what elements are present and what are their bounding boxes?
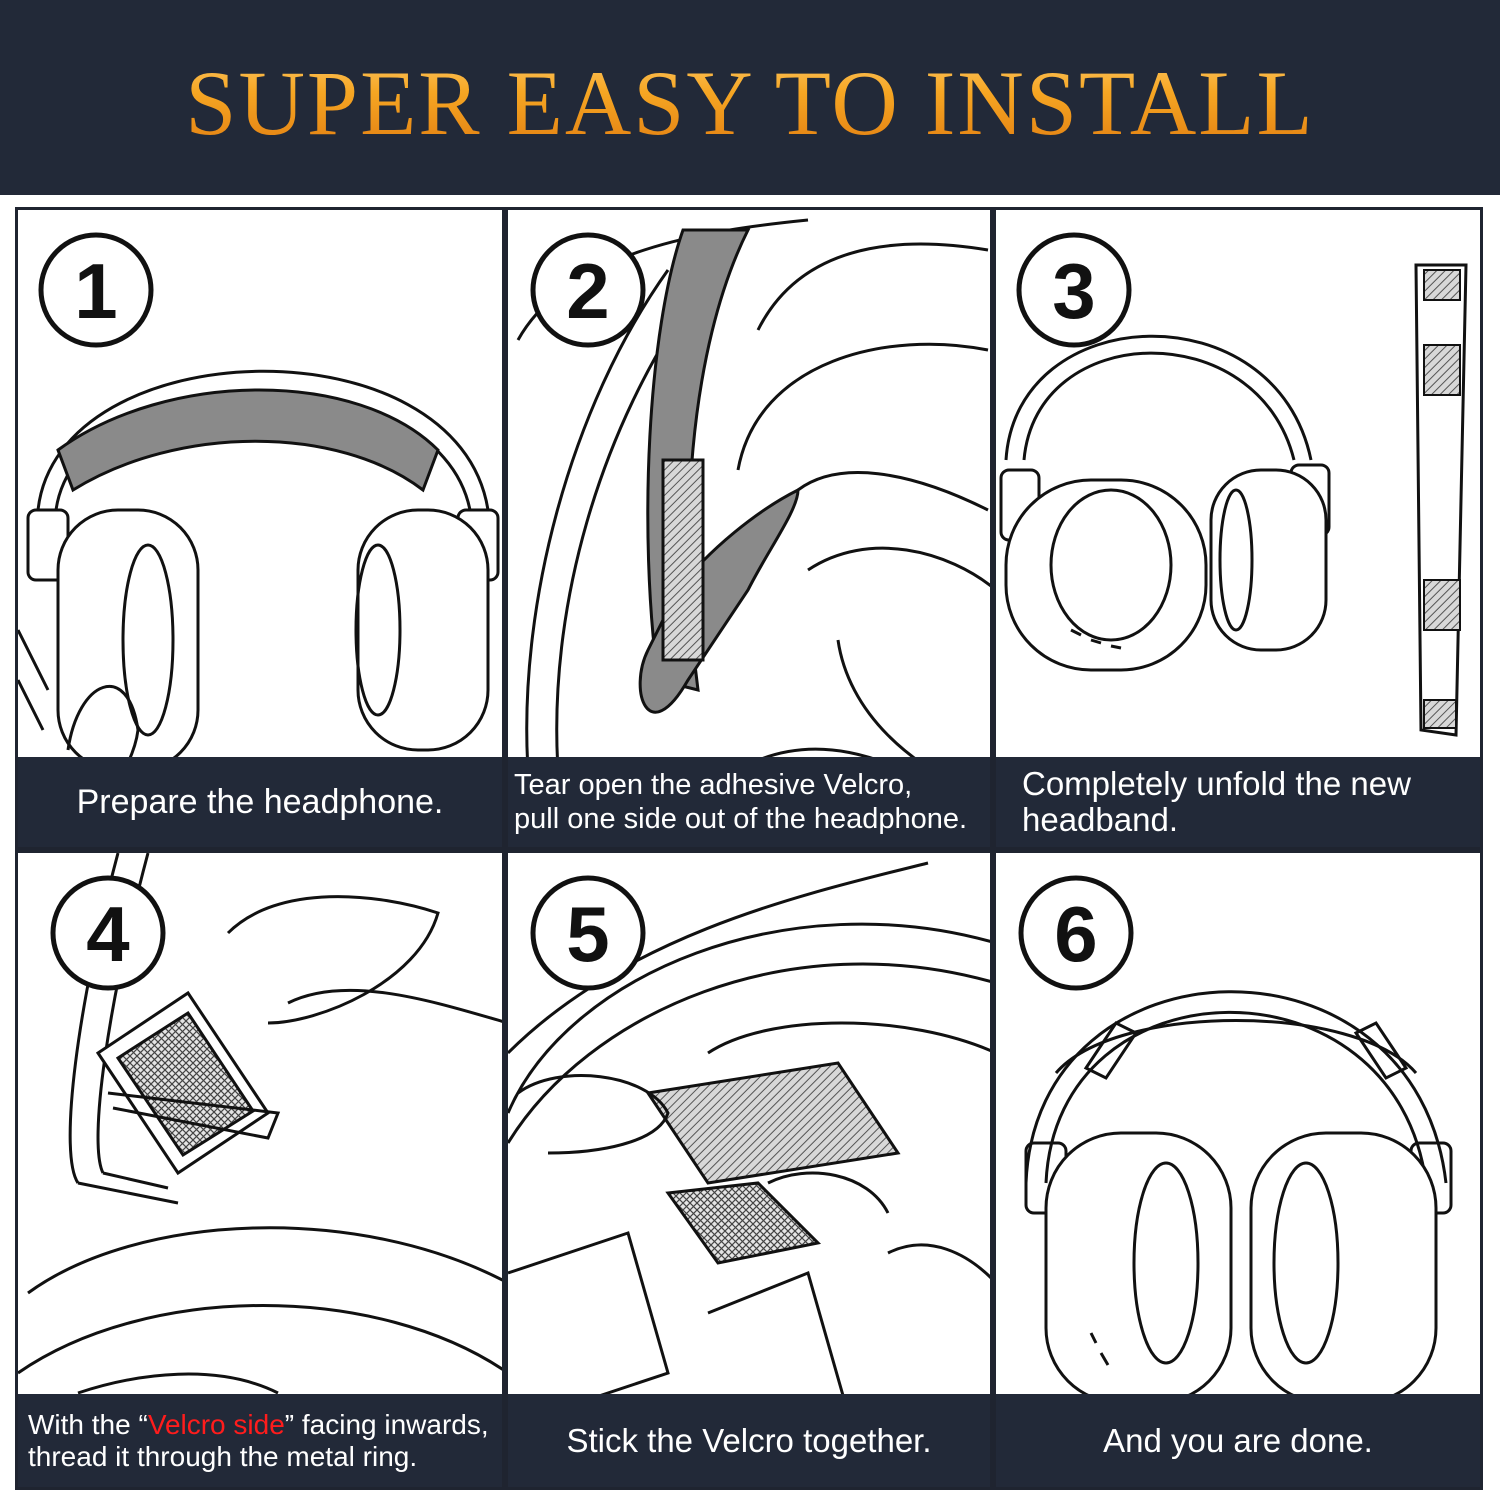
unfold-headband-illustration: 3 [999,232,1468,737]
step-4-panel: 4 With the “Velcro side” facing inwards,… [15,850,505,1490]
step-number-badge [50,875,166,991]
step-caption-text: And you are done. [1103,1421,1373,1459]
step-number-text: 4 [86,890,129,978]
stick-velcro-illustration: 5 [508,861,990,1455]
step-6-panel: 6 And you are done. [993,850,1483,1490]
finished-headphone-illustration: 6 [1018,875,1453,1405]
step-caption-text: Stick the Velcro together. [566,1421,932,1459]
step-number-text: 6 [1054,890,1097,978]
velcro-side-highlight: Velcro side [147,1408,285,1440]
caption-part: ” facing inwards, thread it through the … [28,1408,489,1472]
step-3-panel: 3 Completely unfold the new headband. [993,207,1483,850]
headband-removal-illustration: 2 [516,218,990,812]
step-number-badge [38,232,154,348]
step-number-badge [530,875,646,991]
step-4-caption: With the “Velcro side” facing inwards, t… [18,1394,502,1487]
step-caption-text: Tear open the adhesive Velcro, pull one … [514,769,968,835]
step-caption-text: With the “Velcro side” facing inwards, t… [28,1409,489,1473]
step-number-text: 2 [566,247,609,335]
thread-velcro-illustration: 4 [18,853,502,1395]
step-number-text: 3 [1052,247,1095,335]
banner: SUPER EASY TO INSTALL [0,0,1500,195]
step-1-caption: Prepare the headphone. [18,757,502,847]
step-number-badge [1018,875,1134,991]
caption-part: With the “ [28,1408,148,1440]
page-title: SUPER EASY TO INSTALL [185,40,1314,156]
step-2-panel: 2 Tear open the adhesive Velcro, pull on… [505,207,993,850]
step-caption-text: Completely unfold the new headband. [1022,765,1411,838]
step-1-panel: 1 Prepare the headphone. [15,207,505,850]
step-6-caption: And you are done. [996,1394,1480,1487]
step-number-text: 5 [566,890,609,978]
step-3-caption: Completely unfold the new headband. [996,757,1480,847]
step-2-caption: Tear open the adhesive Velcro, pull one … [508,757,990,847]
headphone-illustration-step-1: 1 [18,232,500,841]
step-5-caption: Stick the Velcro together. [508,1394,990,1487]
step-number-badge [1016,232,1132,348]
step-number-badge [530,232,646,348]
step-caption-text: Prepare the headphone. [76,782,444,821]
step-5-panel: 5 Stick the Velcro together. [505,850,993,1490]
step-number-text: 1 [74,247,117,335]
